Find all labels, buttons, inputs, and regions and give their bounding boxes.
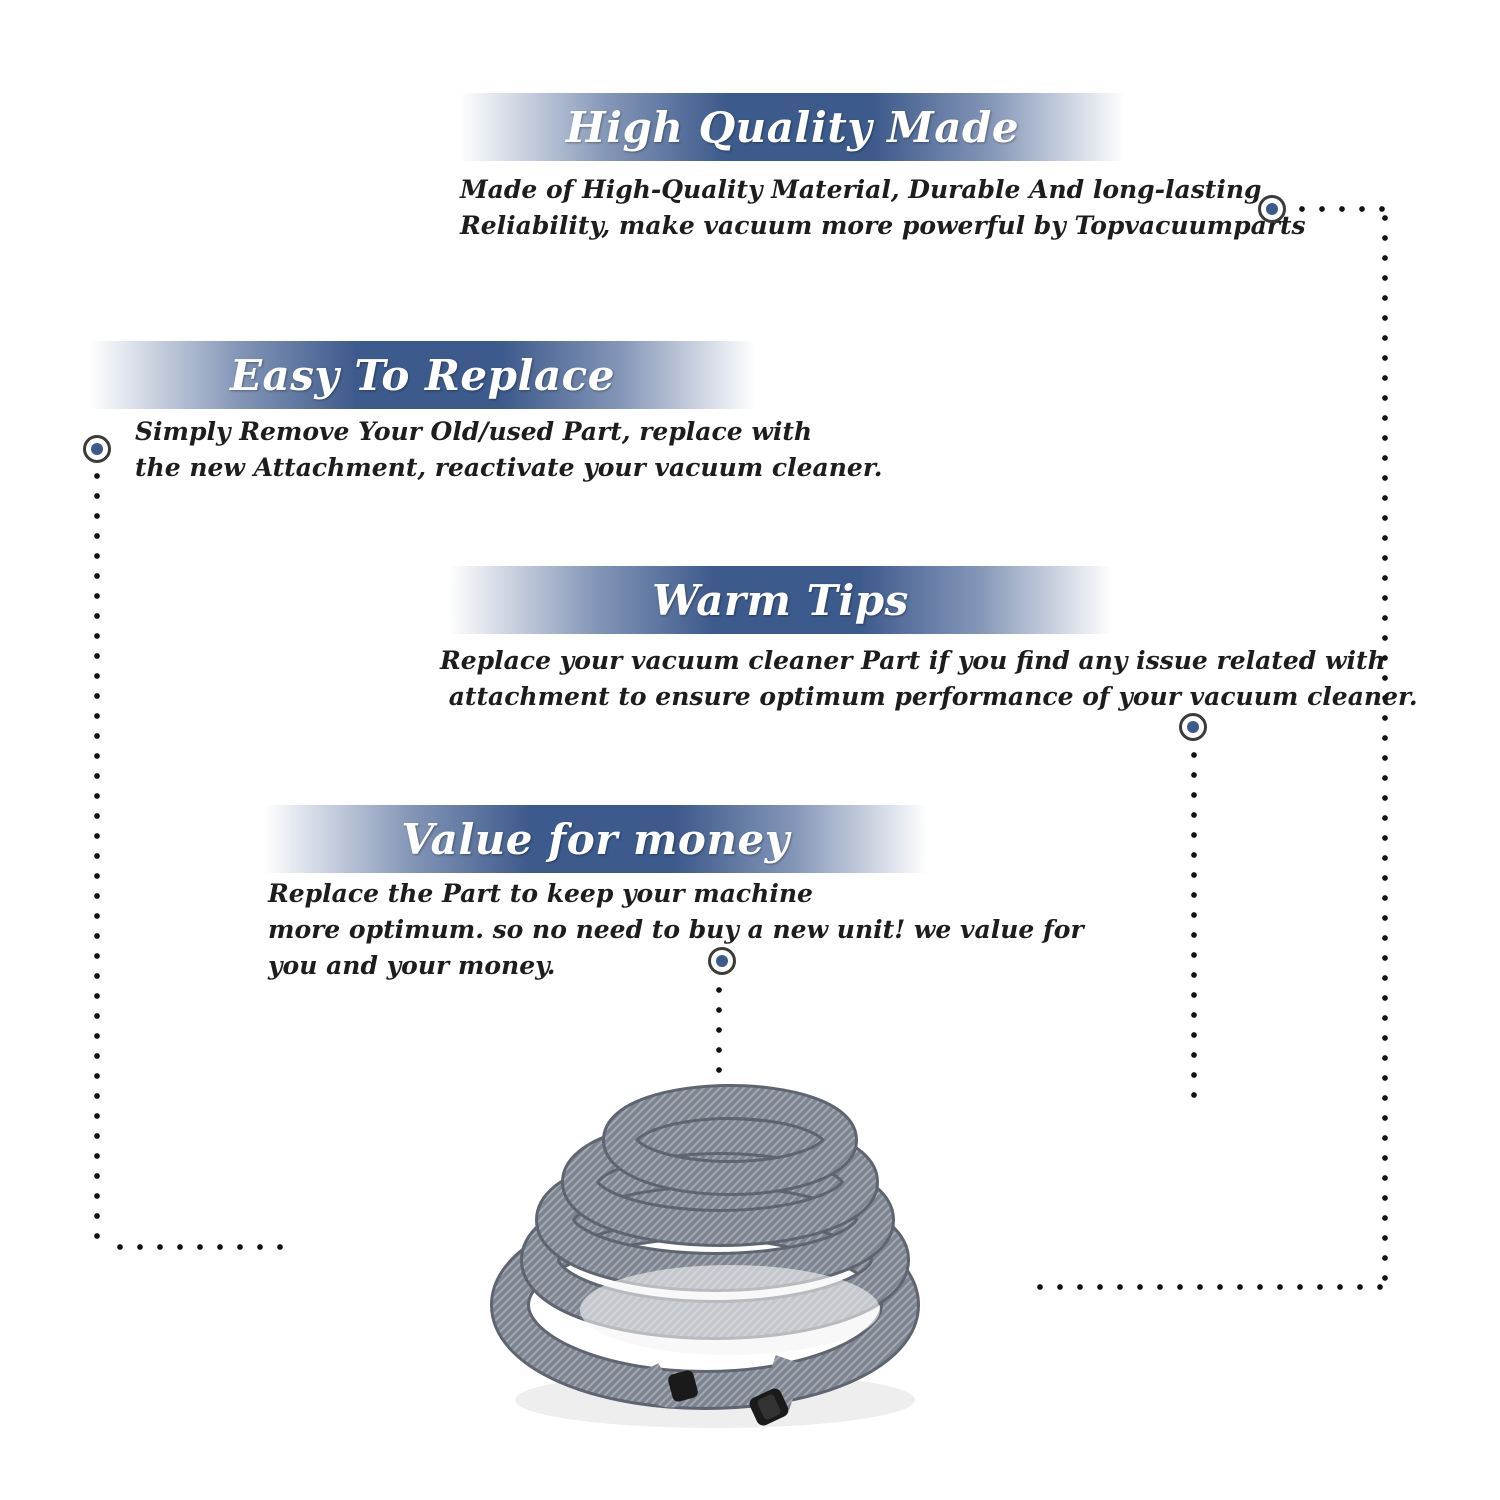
target-dot-icon (1179, 713, 1207, 741)
description-line: you and your money. (268, 951, 556, 980)
description-line: Replace the Part to keep your machine (268, 879, 813, 908)
description-line: Replace your vacuum cleaner Part if you … (440, 646, 1386, 675)
section-description: Made of High-Quality Material, Durable A… (460, 172, 1306, 244)
dotted-connector (1292, 206, 1386, 212)
description-line: Made of High-Quality Material, Durable A… (460, 175, 1262, 204)
description-line: the new Attachment, reactivate your vacu… (135, 453, 883, 482)
section-description: Replace the Part to keep your machine mo… (268, 876, 1084, 984)
banner-warm-tips: Warm Tips (448, 566, 1113, 634)
dotted-connector (1191, 745, 1197, 1105)
dotted-connector (94, 466, 100, 1252)
target-dot-icon (1258, 195, 1286, 223)
description-line: Reliability, make vacuum more powerful b… (460, 211, 1306, 240)
section-title: High Quality Made (565, 102, 1020, 152)
description-line: more optimum. so no need to buy a new un… (268, 915, 1084, 944)
section-description: Replace your vacuum cleaner Part if you … (440, 643, 1418, 715)
dotted-connector (110, 1244, 294, 1250)
dotted-connector (1030, 1284, 1388, 1290)
banner-easy-replace: Easy To Replace (90, 341, 755, 409)
section-description: Simply Remove Your Old/used Part, replac… (135, 414, 882, 486)
banner-value-money: Value for money (263, 805, 928, 873)
target-dot-icon (83, 435, 111, 463)
description-line: attachment to ensure optimum performance… (440, 682, 1418, 711)
section-title: Easy To Replace (230, 350, 615, 400)
dotted-connector (716, 980, 722, 1095)
coiled-vacuum-hose (490, 1084, 920, 1428)
banner-high-quality: High Quality Made (460, 93, 1125, 161)
section-title: Warm Tips (652, 575, 909, 625)
dotted-connector (1382, 208, 1388, 1290)
section-title: Value for money (401, 814, 790, 864)
description-line: Simply Remove Your Old/used Part, replac… (135, 417, 813, 446)
target-dot-icon (708, 947, 736, 975)
